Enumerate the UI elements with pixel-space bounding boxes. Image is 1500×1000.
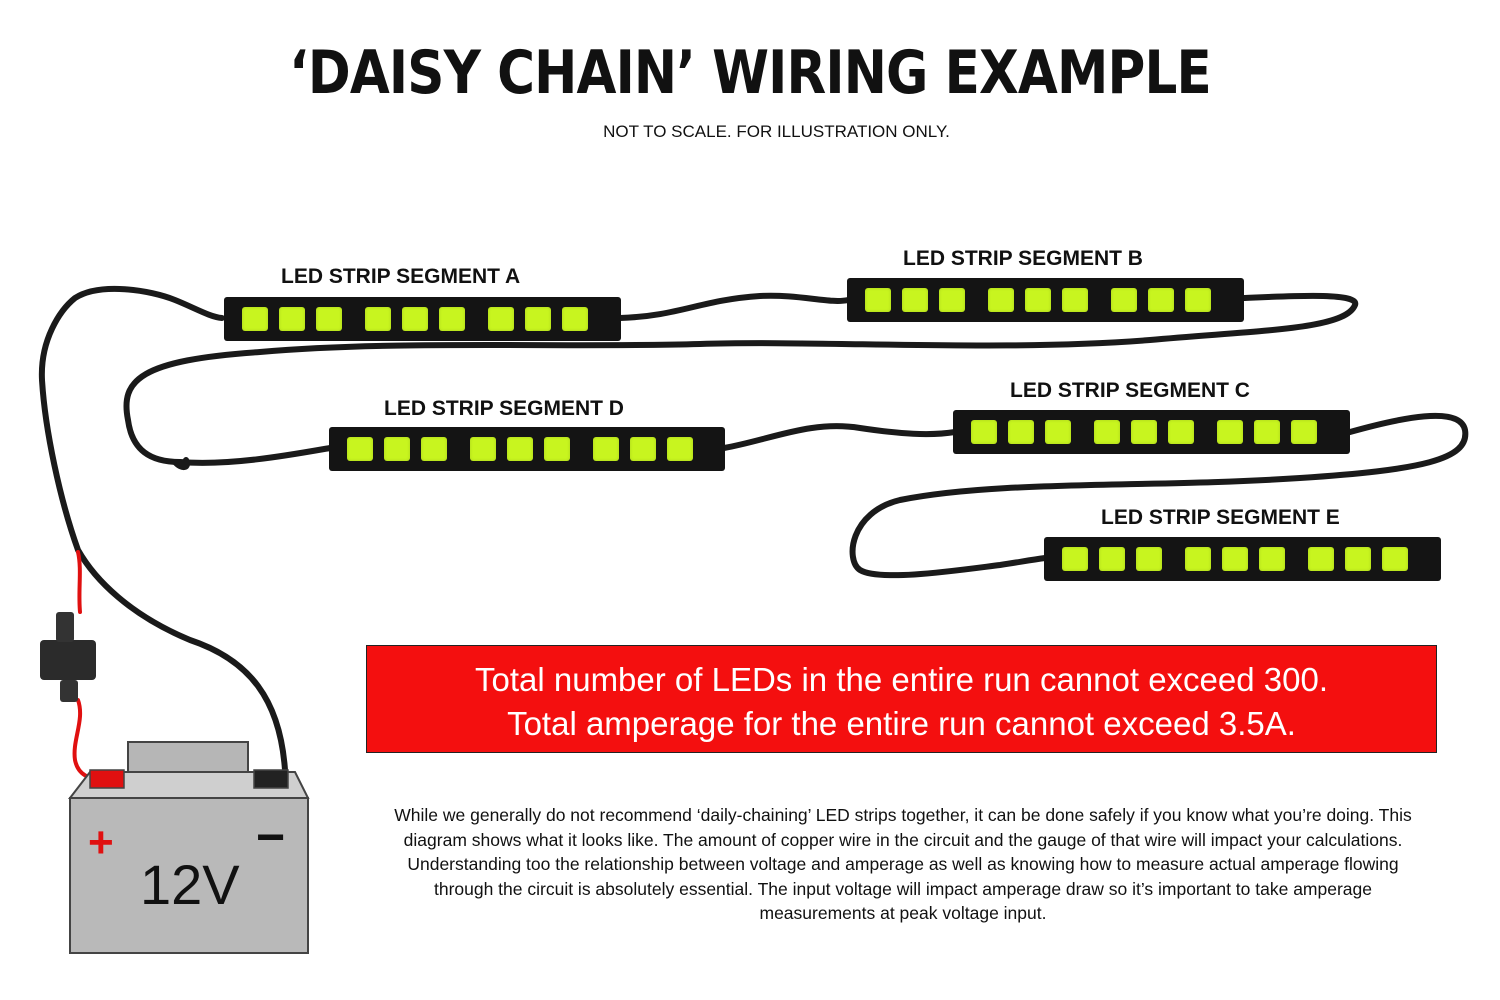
positive-wire-lower bbox=[72, 698, 104, 781]
led-chip bbox=[439, 307, 465, 331]
battery-body bbox=[67, 741, 310, 954]
led-chip bbox=[630, 437, 656, 461]
led-chip bbox=[316, 307, 342, 331]
wire-d-to-c bbox=[721, 423, 958, 451]
segment-c-label: LED STRIP SEGMENT C bbox=[1010, 379, 1250, 402]
led-chip bbox=[1382, 547, 1408, 571]
led-chip bbox=[1131, 420, 1157, 444]
battery-voltage-label: 12V bbox=[140, 853, 240, 916]
led-chip bbox=[384, 437, 410, 461]
led-chip bbox=[562, 307, 588, 331]
led-chip bbox=[1136, 547, 1162, 571]
led-chip bbox=[365, 307, 391, 331]
led-chip bbox=[593, 437, 619, 461]
wire-c-loop bbox=[849, 412, 1469, 579]
led-chip bbox=[1062, 547, 1088, 571]
led-chip bbox=[242, 307, 268, 331]
led-chip bbox=[1345, 547, 1371, 571]
led-strip-segment-d bbox=[329, 427, 725, 471]
segment-d-label: LED STRIP SEGMENT D bbox=[384, 397, 624, 420]
led-chip bbox=[902, 288, 928, 312]
wire-feed-a bbox=[38, 285, 288, 773]
led-strip-segment-e bbox=[1044, 537, 1441, 581]
segment-e-label: LED STRIP SEGMENT E bbox=[1101, 506, 1340, 529]
warning-line-2: Total amperage for the entire run cannot… bbox=[507, 705, 1296, 742]
led-chip bbox=[1008, 420, 1034, 444]
led-chip bbox=[939, 288, 965, 312]
led-chip bbox=[1222, 547, 1248, 571]
led-chip bbox=[1148, 288, 1174, 312]
led-chip bbox=[525, 307, 551, 331]
led-chip bbox=[1308, 547, 1334, 571]
led-chip bbox=[1045, 420, 1071, 444]
warning-line-1: Total number of LEDs in the entire run c… bbox=[474, 661, 1329, 698]
led-chip bbox=[988, 288, 1014, 312]
battery-negative-sign: − bbox=[256, 809, 286, 865]
led-chip bbox=[1062, 288, 1088, 312]
led-chip bbox=[347, 437, 373, 461]
led-chip bbox=[544, 437, 570, 461]
led-chip bbox=[1185, 547, 1211, 571]
led-chip bbox=[279, 307, 305, 331]
fuse-holder bbox=[40, 612, 96, 702]
battery-positive-sign: + bbox=[88, 818, 114, 867]
led-chip bbox=[1025, 288, 1051, 312]
led-chip bbox=[865, 288, 891, 312]
warning-banner: Total number of LEDs in the entire run c… bbox=[366, 645, 1437, 753]
led-chip bbox=[402, 307, 428, 331]
led-chip bbox=[1185, 288, 1211, 312]
led-chip bbox=[971, 420, 997, 444]
led-chip bbox=[667, 437, 693, 461]
segment-a-label: LED STRIP SEGMENT A bbox=[281, 265, 521, 288]
led-chip bbox=[1111, 288, 1137, 312]
led-chip bbox=[421, 437, 447, 461]
led-strip-segment-c bbox=[953, 410, 1350, 454]
page-subtitle: NOT TO SCALE. FOR ILLUSTRATION ONLY. bbox=[603, 122, 950, 141]
led-chip bbox=[488, 307, 514, 331]
segment-b-label: LED STRIP SEGMENT B bbox=[903, 247, 1143, 270]
positive-wire-upper bbox=[76, 550, 82, 614]
led-strip-segment-b bbox=[847, 278, 1244, 322]
led-chip bbox=[1254, 420, 1280, 444]
led-chip bbox=[1094, 420, 1120, 444]
led-chip bbox=[1168, 420, 1194, 444]
led-chip bbox=[470, 437, 496, 461]
wire-a-to-b bbox=[617, 292, 851, 321]
wire-b-loop bbox=[123, 292, 1359, 466]
page-title: ‘DAISY CHAIN’ WIRING EXAMPLE bbox=[289, 38, 1212, 108]
explanation-note: While we generally do not recommend ‘dai… bbox=[394, 805, 1412, 923]
led-chip bbox=[1217, 420, 1243, 444]
led-chip bbox=[1259, 547, 1285, 571]
led-chip bbox=[507, 437, 533, 461]
led-strip-segment-a bbox=[224, 297, 621, 341]
led-chip bbox=[1291, 420, 1317, 444]
led-chip bbox=[1099, 547, 1125, 571]
wire-d-end bbox=[172, 457, 190, 470]
